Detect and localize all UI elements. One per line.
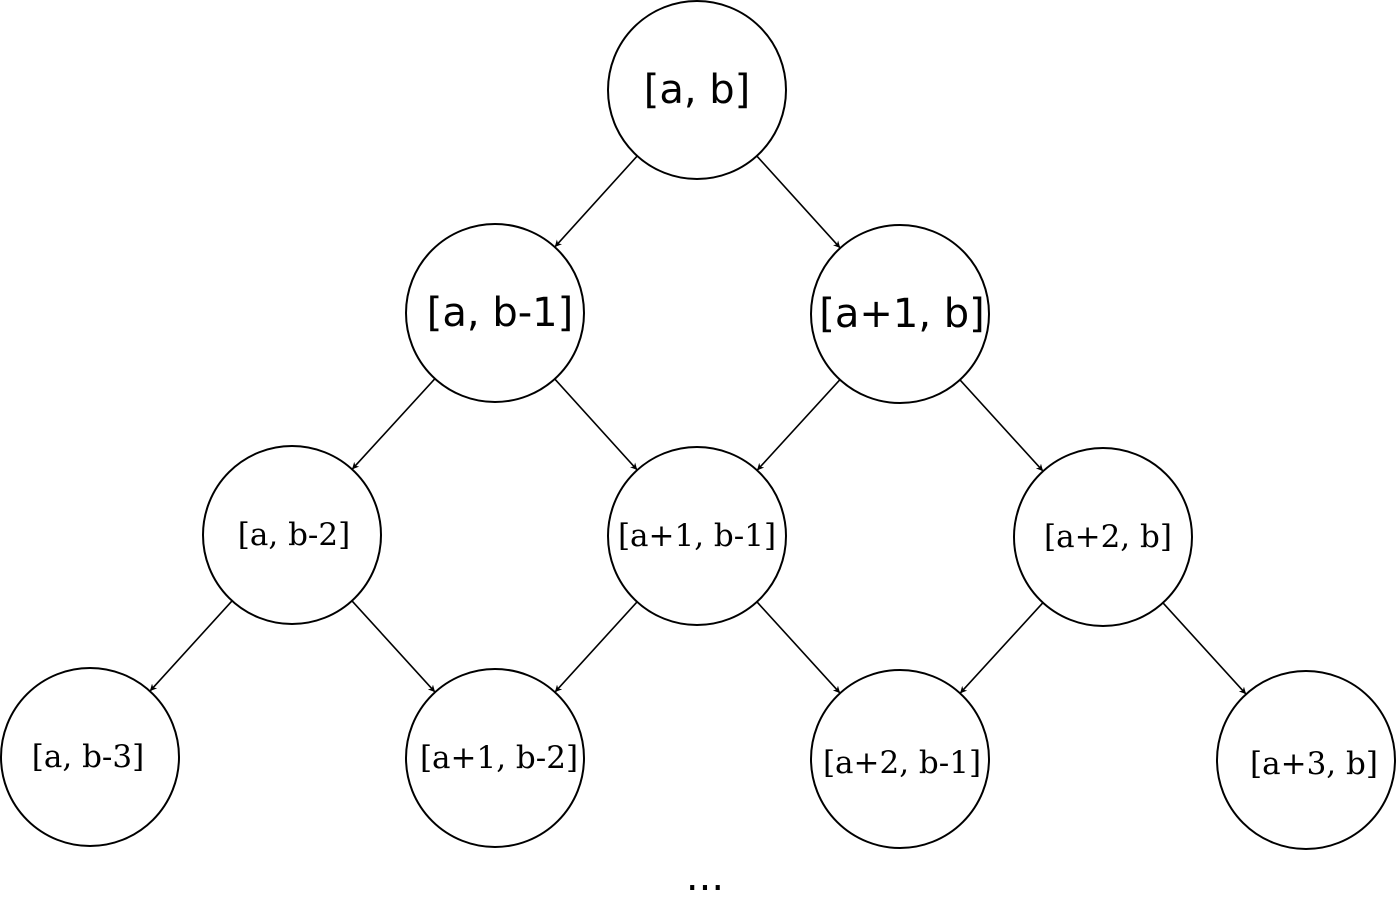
edge-n2-n4 xyxy=(756,379,841,471)
edge-n1-n4 xyxy=(554,378,638,471)
node-label: [a+1, b-1] xyxy=(618,518,776,554)
tree-node: [a+2, b] xyxy=(1013,447,1193,627)
node-circle xyxy=(405,668,585,848)
tree-node: [a, b] xyxy=(607,0,787,180)
node-label: [a+1, b] xyxy=(819,291,985,337)
node-circle xyxy=(810,669,990,849)
edge-n4-n8 xyxy=(756,601,841,694)
node-circle xyxy=(0,667,180,847)
tree-node: [a+1, b-2] xyxy=(405,668,585,848)
edge-n3-n7 xyxy=(351,600,436,693)
continuation-ellipsis: ... xyxy=(686,854,724,899)
edge-n5-n8 xyxy=(959,602,1044,694)
edge-n3-n6 xyxy=(149,600,233,692)
tree-node: [a+1, b] xyxy=(810,224,990,404)
node-circle xyxy=(607,446,787,626)
node-label: [a, b-3] xyxy=(32,739,144,775)
edge-n1-n3 xyxy=(351,378,436,470)
node-label: [a, b-2] xyxy=(238,517,350,553)
tree-node: [a, b-3] xyxy=(0,667,180,847)
tree-node: [a, b-1] xyxy=(405,223,585,403)
node-circle xyxy=(1013,447,1193,627)
edge-n0-n2 xyxy=(756,155,841,249)
tree-node: [a+1, b-1] xyxy=(607,446,787,626)
tree-node: [a+2, b-1] xyxy=(810,669,990,849)
node-label: [a+2, b] xyxy=(1044,519,1172,555)
node-label: [a+3, b] xyxy=(1250,746,1378,782)
node-label: [a, b] xyxy=(644,67,751,113)
node-circle xyxy=(810,224,990,404)
edge-n0-n1 xyxy=(554,155,638,248)
edge-n2-n5 xyxy=(959,379,1044,472)
node-label: [a+1, b-2] xyxy=(420,740,578,776)
node-circle xyxy=(1216,670,1396,850)
edge-n4-n7 xyxy=(554,601,638,693)
edges xyxy=(149,155,1247,695)
node-circle xyxy=(607,0,787,180)
node-label: [a+2, b-1] xyxy=(823,745,981,781)
node-label: [a, b-1] xyxy=(427,290,573,336)
node-circle xyxy=(405,223,585,403)
tree-node: [a+3, b] xyxy=(1216,670,1396,850)
node-circle xyxy=(202,445,382,625)
nodes: [a, b] [a, b-1] [a+1, b] [a, b-2] [a+1, b-1]… xyxy=(0,0,1396,850)
tree-node: [a, b-2] xyxy=(202,445,382,625)
edge-n5-n9 xyxy=(1162,602,1247,695)
